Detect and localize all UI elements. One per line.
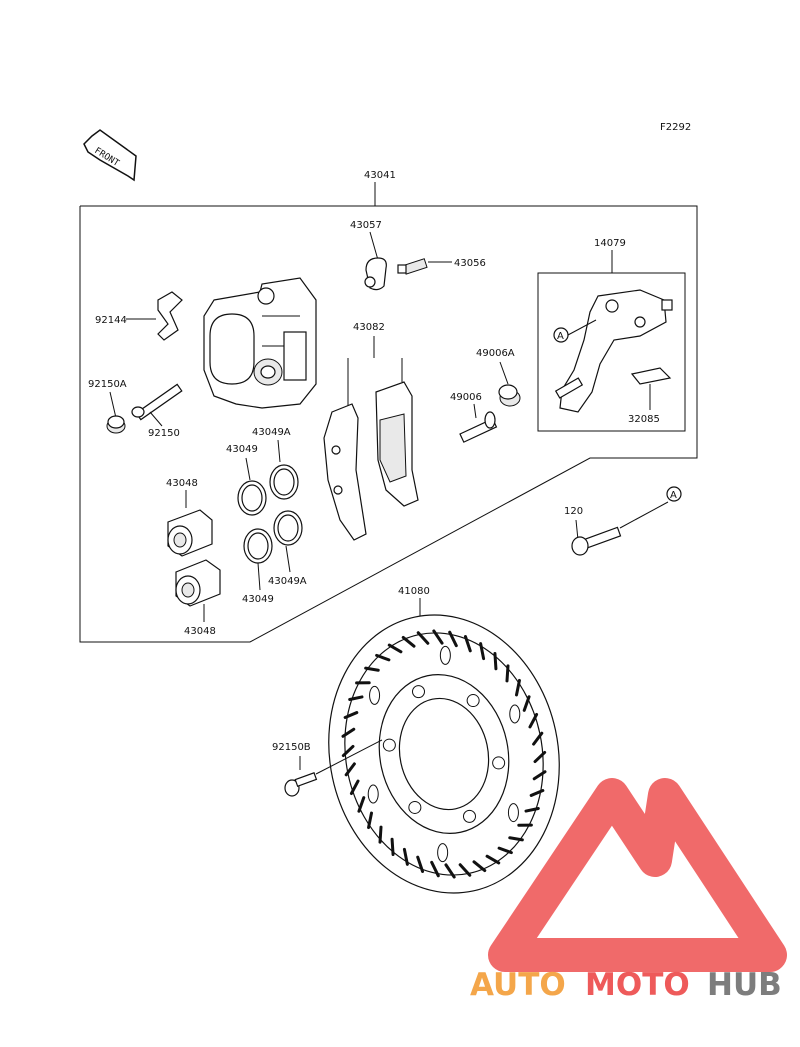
disc-vent-hole (370, 686, 380, 704)
label-43049A-top: 43049A (252, 427, 291, 438)
disc-mount-hole (413, 686, 425, 698)
label-43056: 43056 (454, 258, 486, 269)
disc-mount-hole (409, 801, 421, 813)
pin-boot-part (107, 416, 125, 433)
slide-pin-part (460, 412, 496, 442)
label-43049-top: 43049 (226, 444, 258, 455)
disc-mount-hole (467, 695, 479, 707)
pad-spring-part (158, 292, 182, 340)
label-92144: 92144 (95, 315, 127, 326)
label-43057: 43057 (350, 220, 382, 231)
disc-slot (366, 668, 379, 670)
label-43048-top: 43048 (166, 478, 198, 489)
ref-a-bolt-icon: A (667, 487, 681, 501)
brake-pad-right-part (376, 382, 418, 506)
slide-boot-part (499, 385, 520, 406)
label-92150B: 92150B (272, 742, 311, 753)
ref-a-bolt-label: A (670, 490, 677, 501)
label-92150: 92150 (148, 428, 180, 439)
seal-ring-top-part (238, 465, 298, 515)
bleeder-cap-part (365, 258, 386, 290)
label-43049-bottom: 43049 (242, 594, 274, 605)
disc-slot (507, 666, 508, 681)
caliper-body-part (204, 278, 316, 408)
shim-part (632, 368, 670, 384)
label-120: 120 (564, 506, 583, 517)
figure-code: F2292 (660, 122, 691, 133)
piston-top-part (168, 510, 212, 556)
disc-vent-hole (438, 844, 448, 862)
brake-pad-left-part (324, 404, 366, 540)
ref-a-bracket-icon: A (554, 328, 568, 342)
bolt-part (572, 527, 621, 555)
label-49006A: 49006A (476, 348, 515, 359)
disc-mount-hole (493, 757, 505, 769)
disc-vent-hole (510, 705, 520, 723)
disc-bolt-part (285, 773, 316, 796)
label-43049A-bottom: 43049A (268, 576, 307, 587)
label-32085: 32085 (628, 414, 660, 425)
watermark-text-moto: MOTO (585, 967, 690, 1003)
disc-mount-hole (463, 810, 475, 822)
label-43048-bottom: 43048 (184, 626, 216, 637)
watermark-text-auto: AUTO (470, 967, 566, 1003)
disc-mount-hole (383, 739, 395, 751)
label-14079: 14079 (594, 238, 626, 249)
label-43082: 43082 (353, 322, 385, 333)
disc-slot (392, 839, 393, 854)
disc-vent-hole (368, 785, 378, 803)
bleeder-valve-part (398, 259, 427, 274)
label-49006: 49006 (450, 392, 482, 403)
guide-pin-part (132, 384, 182, 419)
seal-ring-bottom-part (244, 511, 302, 563)
disc-slot (495, 654, 496, 669)
label-92150A: 92150A (88, 379, 127, 390)
disc-vent-hole (440, 646, 450, 664)
label-41080: 41080 (398, 586, 430, 597)
piston-bottom-part (176, 560, 220, 606)
label-43041: 43041 (364, 170, 396, 181)
disc-slot (510, 838, 523, 840)
ref-a-bracket-label: A (557, 331, 564, 342)
watermark-text-hub: HUB (707, 967, 782, 1003)
brake-disc-part (303, 593, 584, 914)
bracket-part (556, 290, 672, 412)
disc-slot (380, 827, 381, 842)
front-arrow-icon: FRONT (84, 130, 136, 180)
disc-vent-hole (508, 804, 518, 822)
